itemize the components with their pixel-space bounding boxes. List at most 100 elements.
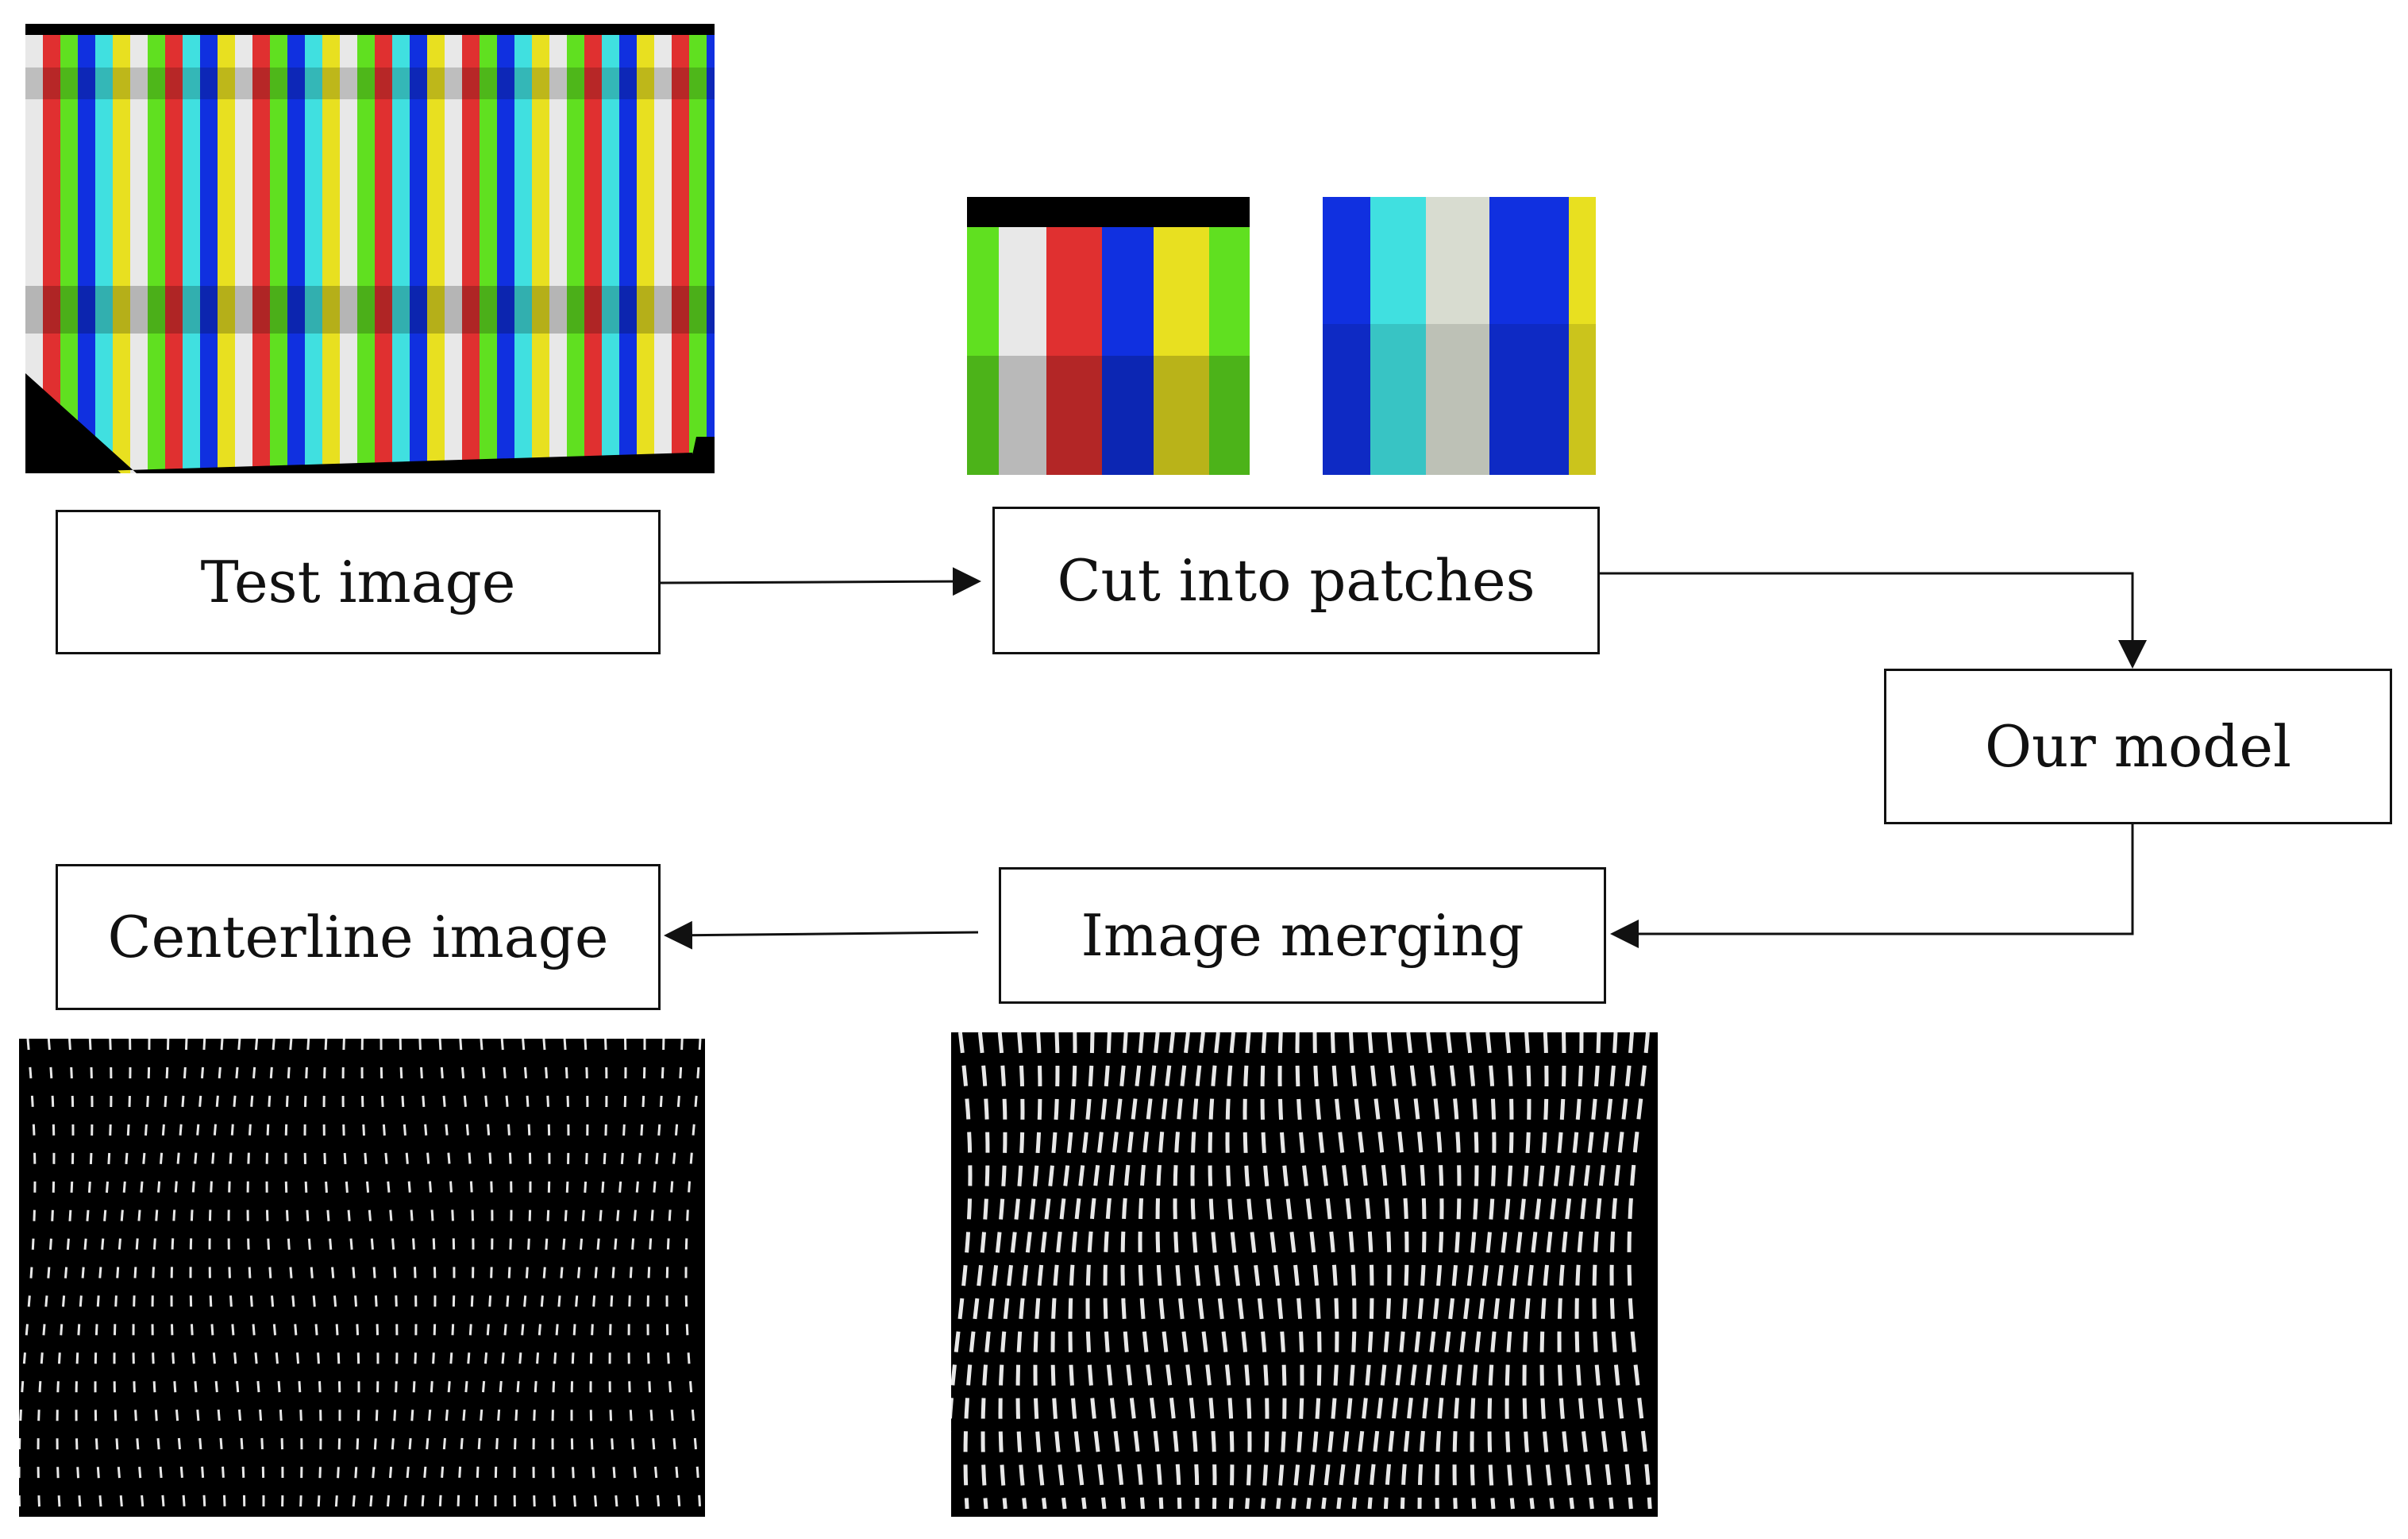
test-image-label: Test image bbox=[200, 549, 516, 615]
stripe-line bbox=[1452, 1032, 1479, 1510]
centerline-image-box: Centerline image bbox=[56, 864, 661, 1010]
stripe-line bbox=[151, 1039, 170, 1516]
stripe-line bbox=[1367, 1032, 1392, 1510]
stripe-line bbox=[1312, 1032, 1339, 1510]
stripe-line bbox=[1243, 1032, 1269, 1510]
stripe-line bbox=[684, 1039, 702, 1516]
stripe-line bbox=[1155, 1032, 1182, 1510]
test-image-box: Test image bbox=[56, 510, 661, 654]
stripe-line bbox=[19, 1039, 37, 1516]
stripe-line bbox=[1574, 1032, 1601, 1510]
stripe-line bbox=[227, 1039, 246, 1516]
merged-output-picture bbox=[951, 1032, 1658, 1517]
stripe-line bbox=[303, 1039, 322, 1516]
stripe-line bbox=[494, 1039, 513, 1516]
stripe-line bbox=[1208, 1032, 1235, 1510]
stripe-line bbox=[951, 1032, 973, 1433]
centerline-output-lines bbox=[19, 1039, 702, 1516]
centerline-output-picture bbox=[19, 1039, 705, 1517]
stripe-line bbox=[418, 1039, 437, 1516]
stripe-line bbox=[1348, 1032, 1374, 1510]
stripe-line bbox=[360, 1039, 380, 1516]
stripe-line bbox=[438, 1039, 456, 1516]
stripe-line bbox=[132, 1039, 151, 1516]
stripe-line bbox=[665, 1039, 684, 1516]
patch-1-stripes bbox=[967, 197, 1250, 475]
stripe-line bbox=[1330, 1032, 1357, 1510]
stripe-line bbox=[1190, 1032, 1217, 1510]
stripe-line bbox=[475, 1039, 494, 1516]
stripe-line bbox=[170, 1039, 188, 1516]
arrow-model-to-merging bbox=[1610, 824, 2134, 948]
stripe-line bbox=[570, 1039, 589, 1516]
stripe-line bbox=[113, 1039, 132, 1516]
cut-into-patches-box: Cut into patches bbox=[992, 507, 1600, 654]
stripe-line bbox=[646, 1039, 665, 1516]
stripe-line bbox=[1505, 1032, 1531, 1510]
stripe-line bbox=[1400, 1032, 1427, 1510]
cut-into-patches-label: Cut into patches bbox=[1057, 547, 1535, 614]
stripe-line bbox=[37, 1039, 56, 1516]
stripe-line bbox=[1033, 1032, 1060, 1510]
stripe-line bbox=[1295, 1032, 1322, 1510]
stripe-line bbox=[608, 1039, 627, 1516]
arrow-cut-to-model bbox=[1600, 572, 2147, 669]
patch-2-picture bbox=[1323, 197, 1596, 475]
stripe-line bbox=[1085, 1032, 1112, 1510]
stripe-line bbox=[208, 1039, 226, 1516]
stripe-line bbox=[399, 1039, 418, 1516]
stripe-line bbox=[322, 1039, 341, 1516]
stripe-line bbox=[963, 1032, 990, 1510]
stripe-line bbox=[265, 1039, 284, 1516]
stripe-line bbox=[1435, 1032, 1462, 1510]
arrow-test-to-cut bbox=[660, 567, 981, 596]
stripe-line bbox=[1627, 1032, 1652, 1510]
stripe-line bbox=[75, 1039, 94, 1516]
stripe-line bbox=[1557, 1032, 1584, 1510]
stripe-line bbox=[1277, 1032, 1304, 1510]
stripe-line bbox=[1383, 1032, 1409, 1510]
image-merging-box: Image merging bbox=[999, 867, 1606, 1004]
stripe-line bbox=[1103, 1032, 1128, 1510]
stripe-line bbox=[1225, 1032, 1252, 1510]
stripe-line bbox=[1539, 1032, 1566, 1510]
stripe-line bbox=[1120, 1032, 1145, 1510]
stripe-line bbox=[1487, 1032, 1514, 1510]
stripe-line bbox=[1609, 1032, 1634, 1510]
stripe-line bbox=[589, 1039, 608, 1516]
stripe-line bbox=[513, 1039, 532, 1516]
stripe-line bbox=[246, 1039, 265, 1516]
image-merging-label: Image merging bbox=[1081, 902, 1524, 969]
stripe-line bbox=[341, 1039, 360, 1516]
stripe-line bbox=[532, 1039, 551, 1516]
stripe-line bbox=[457, 1039, 475, 1516]
stripe-line bbox=[1592, 1032, 1618, 1510]
merged-output-lines bbox=[951, 1032, 1652, 1510]
test-image-picture bbox=[25, 24, 715, 473]
stripe-line bbox=[1015, 1032, 1042, 1510]
stripe-line bbox=[1522, 1032, 1549, 1510]
stripe-line bbox=[998, 1032, 1025, 1510]
stripe-line bbox=[56, 1039, 75, 1516]
stripe-line bbox=[284, 1039, 303, 1516]
stripe-line bbox=[1260, 1032, 1287, 1510]
our-model-label: Our model bbox=[1984, 713, 2292, 780]
arrow-merging-to-centerline bbox=[664, 920, 979, 950]
our-model-box: Our model bbox=[1884, 669, 2392, 824]
stripe-line bbox=[1138, 1032, 1164, 1510]
stripe-line bbox=[189, 1039, 206, 1516]
stripe-line bbox=[1173, 1032, 1200, 1510]
stripe-line bbox=[627, 1039, 646, 1516]
stripe-line bbox=[1470, 1032, 1497, 1510]
stripe-line bbox=[1068, 1032, 1095, 1510]
stripe-line bbox=[551, 1039, 570, 1516]
centerline-image-label: Centerline image bbox=[107, 904, 609, 970]
stripe-line bbox=[1050, 1032, 1077, 1510]
patch-1-picture bbox=[967, 197, 1250, 475]
stripe-line bbox=[981, 1032, 1008, 1510]
stripe-line bbox=[94, 1039, 113, 1516]
test-image-stripes bbox=[25, 24, 715, 473]
patch-2-stripes bbox=[1323, 197, 1596, 475]
